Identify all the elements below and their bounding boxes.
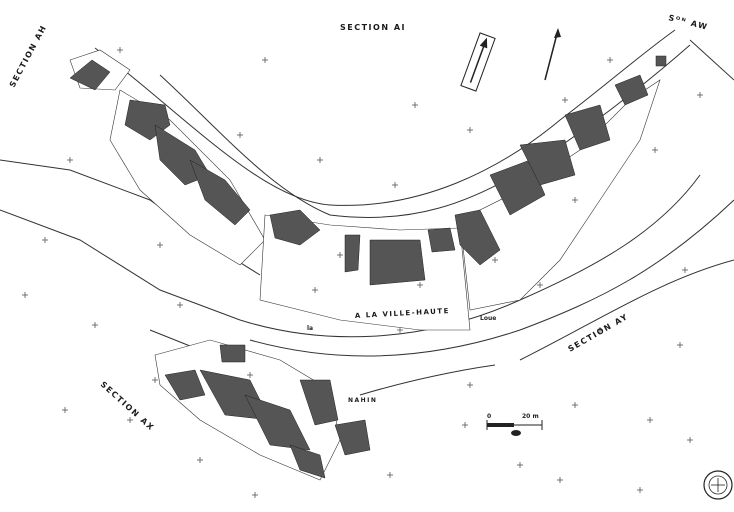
grid-cross-icon	[572, 197, 578, 203]
buildings	[69, 55, 667, 286]
archive-stamp-icon	[703, 470, 733, 500]
grid-crosses	[22, 47, 703, 498]
grid-cross-icon	[607, 57, 613, 63]
building-w-row-3	[189, 159, 251, 226]
building-south-3	[244, 394, 311, 451]
grid-cross-icon	[467, 382, 473, 388]
label-section-ai: SECTION AI	[340, 23, 406, 32]
grid-cross-icon	[677, 342, 683, 348]
grid-cross-icon	[652, 147, 658, 153]
road-riverbank-lower	[249, 199, 734, 357]
scale-label-zero: 0	[487, 413, 491, 420]
grid-cross-icon	[197, 457, 203, 463]
grid-cross-icon	[247, 372, 253, 378]
grid-cross-icon	[312, 287, 318, 293]
grid-cross-icon	[467, 127, 473, 133]
building-center-1	[269, 209, 321, 246]
road-riverbank-upper	[239, 174, 701, 338]
compass-line	[544, 29, 559, 81]
building-center-4	[427, 227, 456, 253]
road-river-east	[519, 259, 734, 361]
road-network	[0, 29, 734, 411]
building-east-2	[489, 159, 546, 216]
label-loue: Loue	[480, 315, 496, 322]
grid-cross-icon	[387, 472, 393, 478]
grid-cross-icon	[557, 477, 563, 483]
grid-cross-icon	[67, 157, 73, 163]
building-nw-1	[69, 59, 111, 91]
building-east-4	[564, 104, 611, 151]
grid-cross-icon	[412, 102, 418, 108]
grid-cross-icon	[152, 377, 158, 383]
road-lower-curve	[159, 44, 691, 218]
road-east-boundary	[689, 39, 734, 81]
parcels-upper-row	[69, 49, 661, 331]
grid-cross-icon	[252, 492, 258, 498]
road-upper-curve	[94, 29, 676, 206]
grid-cross-icon	[337, 252, 343, 258]
road-south-curve	[359, 364, 496, 396]
label-section-ah: SECTION AH	[8, 23, 49, 89]
south-cluster	[154, 339, 371, 481]
building-south-6	[334, 419, 371, 456]
building-east-5	[614, 74, 649, 106]
parcel-block-east	[459, 79, 661, 311]
grid-cross-icon	[462, 422, 468, 428]
grid-cross-icon	[697, 92, 703, 98]
label-nahin: NAHIN	[348, 397, 377, 404]
grid-cross-icon	[237, 132, 243, 138]
compass-line-head	[554, 28, 561, 38]
building-ne-small	[655, 55, 667, 67]
building-south-7	[219, 344, 246, 363]
grid-cross-icon	[597, 327, 603, 333]
grid-cross-icon	[117, 47, 123, 53]
scale-label-end: 20 m	[522, 413, 539, 420]
building-center-3	[369, 239, 426, 286]
grid-cross-icon	[562, 97, 568, 103]
label-section-ay: SECTION AY	[567, 312, 630, 354]
building-south-5	[299, 379, 339, 426]
grid-cross-icon	[127, 417, 133, 423]
grid-cross-icon	[537, 282, 543, 288]
grid-cross-icon	[62, 407, 68, 413]
north-arrow-icon	[460, 32, 496, 92]
grid-cross-icon	[687, 437, 693, 443]
grid-cross-icon	[22, 292, 28, 298]
building-south-4	[289, 444, 326, 479]
grid-cross-icon	[42, 237, 48, 243]
label-la: la	[307, 325, 313, 332]
road-west-lower	[0, 209, 241, 321]
grid-cross-icon	[397, 327, 403, 333]
building-center-2	[344, 234, 361, 273]
building-east-1	[454, 209, 501, 266]
building-east-3	[519, 139, 576, 186]
grid-cross-icon	[647, 417, 653, 423]
grid-cross-icon	[92, 322, 98, 328]
building-south-1	[164, 369, 206, 401]
grid-cross-icon	[317, 157, 323, 163]
grid-cross-icon	[392, 182, 398, 188]
grid-cross-icon	[637, 487, 643, 493]
grid-cross-icon	[262, 57, 268, 63]
grid-cross-icon	[682, 267, 688, 273]
grid-cross-icon	[492, 257, 498, 263]
label-section-aw: Sᴼᴺ AW	[668, 13, 710, 32]
grid-cross-icon	[572, 402, 578, 408]
grid-cross-icon	[417, 282, 423, 288]
scale-bar	[486, 420, 543, 436]
grid-cross-icon	[157, 242, 163, 248]
label-section-ax: SECTION AX	[99, 380, 156, 433]
grid-cross-icon	[177, 302, 183, 308]
grid-cross-icon	[517, 462, 523, 468]
